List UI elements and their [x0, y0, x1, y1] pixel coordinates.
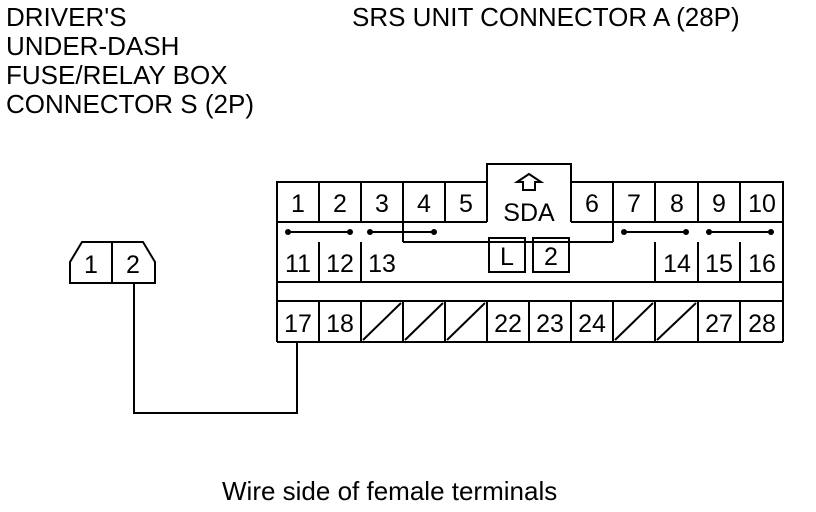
empty-cell-20 [404, 302, 444, 341]
diagram-caption: Wire side of female terminals [222, 476, 558, 506]
srs-terminal-16: 16 [748, 250, 776, 278]
key-box-2-label: 2 [544, 243, 558, 271]
srs-terminal-24: 24 [578, 310, 606, 338]
wire [133, 283, 298, 414]
srs-terminal-4: 4 [417, 190, 431, 218]
key-box-l-label: L [500, 243, 514, 271]
key-box-l [488, 237, 526, 273]
srs-terminal-8: 8 [670, 190, 684, 218]
srs-terminal-14: 14 [663, 250, 691, 278]
srs-unit-connector-title: SRS UNIT CONNECTOR A (28P) [352, 2, 740, 32]
empty-cell-19 [362, 302, 402, 341]
empty-cell-25 [614, 302, 654, 341]
srs-terminal-23: 23 [536, 310, 564, 338]
left-title-line-1: DRIVER'S [6, 2, 127, 32]
srs-terminal-28: 28 [748, 310, 776, 338]
sda-label: SDA [503, 199, 555, 227]
sda-key-housing [486, 163, 572, 222]
left-connector-title: DRIVER'S UNDER-DASH FUSE/RELAY BOX CONNE… [6, 3, 254, 119]
connector-s-terminal-1: 1 [84, 251, 98, 279]
srs-terminal-22: 22 [494, 310, 522, 338]
srs-terminal-7: 7 [627, 190, 641, 218]
left-title-line-3: FUSE/RELAY BOX [6, 60, 228, 90]
srs-terminal-15: 15 [705, 250, 733, 278]
empty-cell-26 [656, 302, 697, 341]
srs-terminal-5: 5 [459, 190, 473, 218]
srs-terminal-6: 6 [585, 190, 599, 218]
srs-terminal-12: 12 [326, 250, 354, 278]
connector-s-terminal-2: 2 [126, 251, 140, 279]
srs-terminal-27: 27 [705, 310, 733, 338]
srs-terminal-2: 2 [333, 190, 347, 218]
key-box-2 [532, 237, 570, 273]
row1-left-outline [276, 181, 487, 223]
left-title-line-2: UNDER-DASH [6, 31, 180, 61]
srs-terminal-13: 13 [368, 250, 396, 278]
srs-terminal-9: 9 [712, 190, 726, 218]
srs-terminal-17: 17 [284, 310, 312, 338]
left-connector-body [69, 241, 156, 284]
srs-terminal-18: 18 [326, 310, 354, 338]
empty-cell-21 [446, 302, 486, 341]
srs-terminal-1: 1 [291, 190, 305, 218]
row1-right-outline [571, 181, 784, 223]
srs-terminal-11: 11 [285, 250, 311, 278]
key-arrow-icon [513, 172, 545, 191]
srs-terminal-3: 3 [375, 190, 389, 218]
left-title-line-4: CONNECTOR S (2P) [6, 89, 254, 119]
srs-terminal-10: 10 [748, 190, 776, 218]
